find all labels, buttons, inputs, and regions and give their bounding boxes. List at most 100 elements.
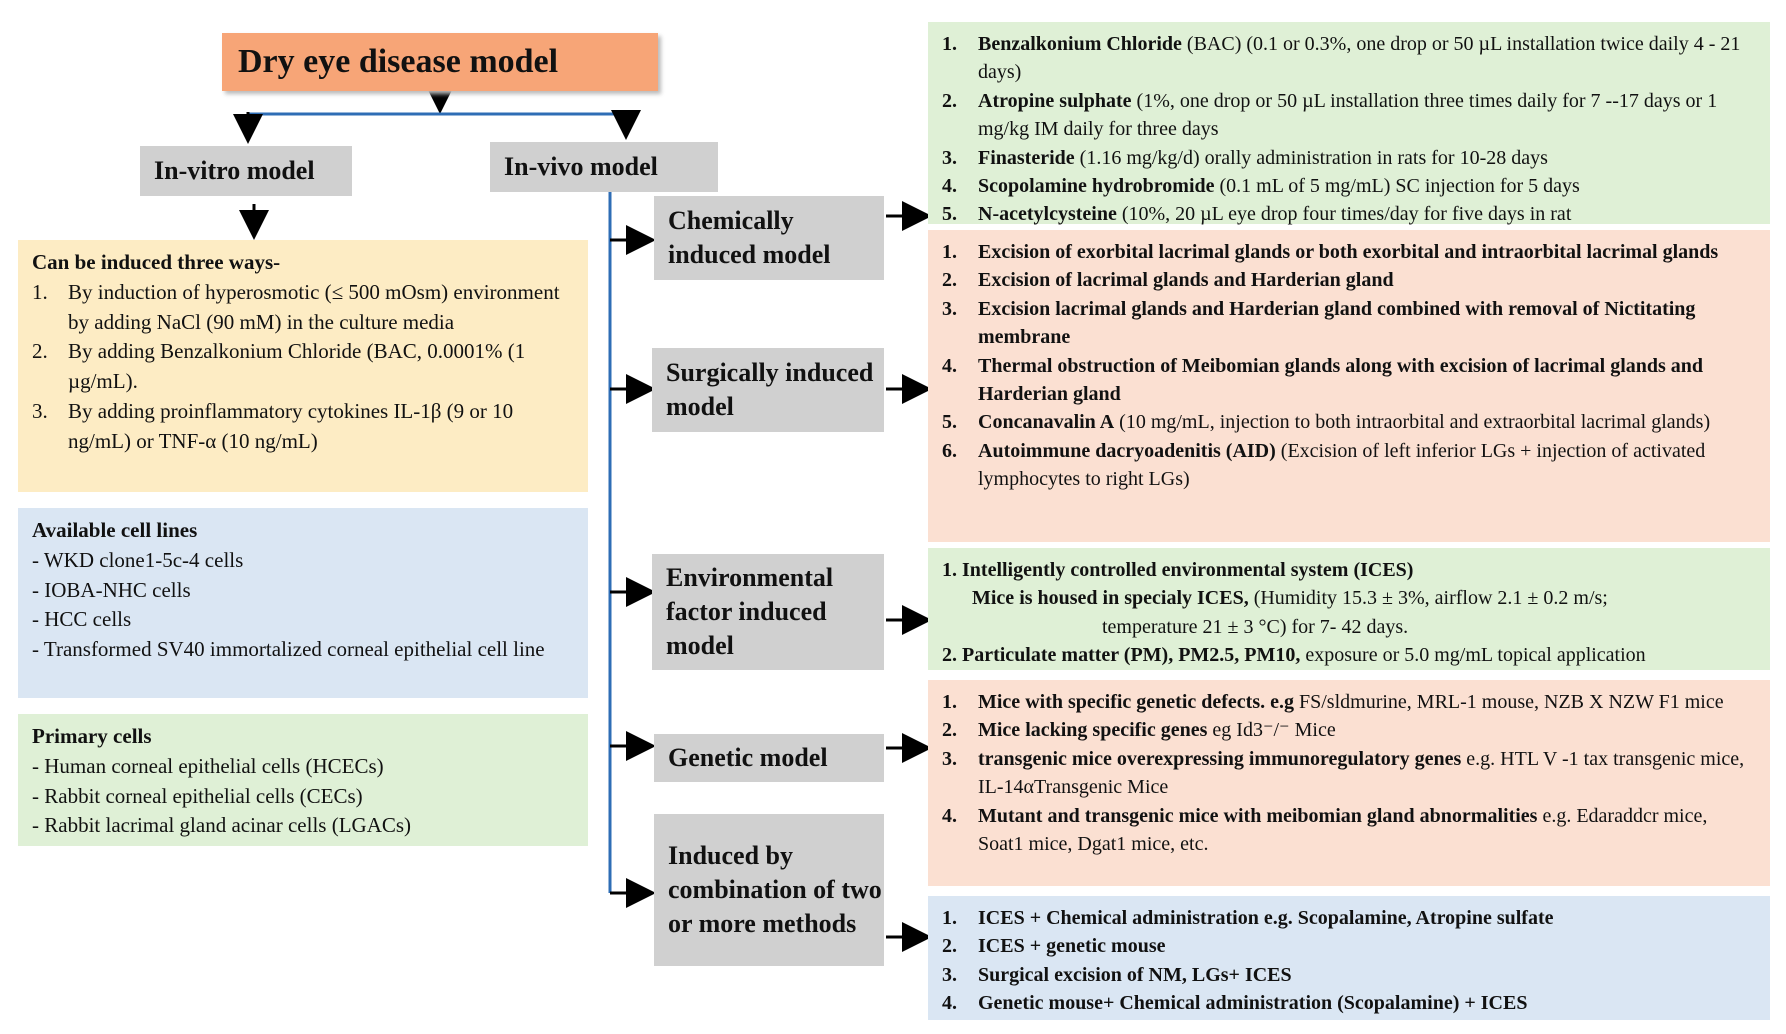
item-text: By adding Benzalkonium Chloride (BAC, 0.… xyxy=(68,339,526,394)
combination-list: 1.ICES + Chemical administration e.g. Sc… xyxy=(942,904,1756,1018)
env-item-2-text: exposure or 5.0 mg/mL topical applicatio… xyxy=(1300,644,1646,667)
item-text: (10%, 20 µL eye drop four times/day for … xyxy=(1116,203,1572,226)
in-vitro-label: In-vitro model xyxy=(154,156,315,186)
env-item-1-detail-a: (Humidity 15.3 ± 3%, airflow 2.1 ± 0.2 m… xyxy=(1248,587,1608,610)
list-item: 2. By adding Benzalkonium Chloride (BAC, … xyxy=(32,337,574,397)
combination-model-label: Induced by combination of two or more me… xyxy=(668,841,882,938)
list-item: - Rabbit lacrimal gland acinar cells (LG… xyxy=(32,813,412,838)
item-bold-text: Excision lacrimal glands and Harderian g… xyxy=(978,297,1696,349)
list-item: 1.ICES + Chemical administration e.g. Sc… xyxy=(942,904,1756,932)
item-number: 5. xyxy=(942,203,957,226)
item-text: By induction of hyperosmotic (≤ 500 mOsm… xyxy=(68,279,560,334)
item-number: 1. xyxy=(942,33,957,55)
list-item: 3. Surgical excision of NM, LGs+ ICES xyxy=(942,961,1756,989)
item-number: 4. xyxy=(942,354,957,377)
item-bold-text: Thermal obstruction of Meibomian glands … xyxy=(978,354,1704,405)
item-bold-text: Atropine sulphate xyxy=(978,89,1132,112)
item-text: (Excision of left inferior LGs + injecti… xyxy=(978,439,1706,491)
item-bold-text: Autoimmune dacryoadenitis (AID) xyxy=(978,439,1276,462)
item-number: 4. xyxy=(942,174,957,197)
item-number: 2. xyxy=(942,269,957,292)
list-item: 1.Mice with specific genetic defects. e.… xyxy=(942,688,1756,716)
item-bold-text: Genetic mouse+ Chemical administration (… xyxy=(978,992,1528,1015)
item-text: (1.16 mg/kg/d) orally administration in … xyxy=(1074,146,1548,169)
combination-methods-panel: 1.ICES + Chemical administration e.g. Sc… xyxy=(928,896,1770,1020)
list-item: 3. transgenic mice overexpressing immunor… xyxy=(942,745,1756,802)
item-text: By adding proinflammatory cytokines IL-1… xyxy=(68,399,514,453)
list-item: 4. Thermal obstruction of Meibomian gland… xyxy=(942,352,1756,409)
item-bold-text: Surgical excision of NM, LGs+ ICES xyxy=(978,963,1292,986)
env-item-2: 2. Particulate matter (PM), PM2.5, PM10,… xyxy=(942,641,1756,669)
item-number: 1. xyxy=(942,907,957,929)
item-number: 4. xyxy=(942,804,957,827)
item-bold-text: transgenic mice overexpressing immunoreg… xyxy=(978,747,1462,770)
item-number: 2. xyxy=(32,339,48,364)
in-vitro-label-box: In-vitro model xyxy=(140,146,352,196)
item-number: 3. xyxy=(942,146,957,169)
environmental-methods-panel: 1. Intelligently controlled environmenta… xyxy=(928,548,1770,670)
item-bold-text: Concanavalin A xyxy=(978,411,1115,434)
item-number: 1. xyxy=(32,279,48,304)
list-item: - Transformed SV40 immortalized corneal … xyxy=(32,637,545,662)
item-text: (1%, one drop or 50 µL installation thre… xyxy=(978,89,1718,141)
genetic-model-box: Genetic model xyxy=(654,734,884,782)
list-item: - Human corneal epithelial cells (HCECs) xyxy=(32,753,384,778)
item-bold-text: Finasteride xyxy=(978,146,1075,169)
induction-list: 1. By induction of hyperosmotic (≤ 500 mO… xyxy=(32,278,574,457)
list-item: - IOBA-NHC cells xyxy=(32,577,191,602)
list-item: - Rabbit corneal epithelial cells (CECs) xyxy=(32,783,363,808)
list-item: 6. Autoimmune dacryoadenitis (AID) (Excis… xyxy=(942,437,1756,494)
list-item: 2.ICES + genetic mouse xyxy=(942,932,1756,960)
genetic-methods-panel: 1.Mice with specific genetic defects. e.… xyxy=(928,680,1770,886)
env-item-2-bold: 2. Particulate matter (PM), PM2.5, PM10, xyxy=(942,644,1301,667)
item-bold-text: Mice with specific genetic defects. e.g xyxy=(978,691,1294,713)
list-item: - WKD clone1-5c-4 cells xyxy=(32,547,244,572)
list-item: 5. Concanavalin A (10 mg/mL, injection to… xyxy=(942,408,1756,436)
primary-cells-panel: Primary cells - Human corneal epithelial… xyxy=(18,714,588,846)
item-text: eg Id3⁻/⁻ Mice xyxy=(1207,719,1336,742)
list-item: 3. Finasteride (1.16 mg/kg/d) orally admi… xyxy=(942,144,1756,172)
list-item: 1. Benzalkonium Chloride (BAC) (0.1 or 0.… xyxy=(942,30,1756,87)
item-text: FS/sldmurine, MRL-1 mouse, NZB X NZW F1 … xyxy=(1294,691,1724,713)
list-item: 1.Excision of exorbital lacrimal glands … xyxy=(942,238,1756,266)
induction-heading: Can be induced three ways- xyxy=(32,250,281,274)
item-bold-text: Benzalkonium Chloride xyxy=(978,33,1182,55)
genetic-model-label: Genetic model xyxy=(668,743,828,773)
page-title: Dry eye disease model xyxy=(222,33,658,91)
item-number: 3. xyxy=(942,747,957,770)
item-number: 6. xyxy=(942,439,957,462)
env-item-1-detail-line: Mice is housed in specialy ICES, (Humidi… xyxy=(942,584,1756,612)
item-number: 2. xyxy=(942,935,957,958)
genetic-list: 1.Mice with specific genetic defects. e.… xyxy=(942,688,1756,858)
env-item-1: 1. Intelligently controlled environmenta… xyxy=(942,559,1414,581)
env-item-1-detail-b: temperature 21 ± 3 °C) for 7- 42 days. xyxy=(1102,615,1409,638)
list-item: 2. Excision of lacrimal glands and Harder… xyxy=(942,266,1756,294)
item-number: 3. xyxy=(942,963,957,986)
surgical-model-box: Surgically induced model xyxy=(652,348,884,432)
environmental-model-box: Environmental factor induced model xyxy=(652,554,884,670)
item-number: 5. xyxy=(942,411,957,434)
item-number: 3. xyxy=(942,297,957,320)
env-item-1-bold: Mice is housed in specialy ICES, xyxy=(972,587,1249,610)
environmental-model-label: Environmental factor induced model xyxy=(666,563,834,660)
surgical-methods-panel: 1.Excision of exorbital lacrimal glands … xyxy=(928,230,1770,542)
surgical-model-label: Surgically induced model xyxy=(666,358,874,421)
item-text: (0.1 mL of 5 mg/mL) SC injection for 5 d… xyxy=(1214,174,1580,197)
list-item: 5. N-acetylcysteine (10%, 20 µL eye drop … xyxy=(942,200,1756,228)
item-number: 3. xyxy=(32,399,48,424)
surgical-list: 1.Excision of exorbital lacrimal glands … xyxy=(942,238,1756,494)
list-item: - HCC cells xyxy=(32,607,132,632)
list-item: 1. By induction of hyperosmotic (≤ 500 mO… xyxy=(32,278,574,338)
item-text: (10 mg/mL, injection to both intraorbita… xyxy=(1114,411,1711,434)
title-text: Dry eye disease model xyxy=(238,43,559,80)
item-bold-text: N-acetylcysteine xyxy=(978,203,1117,226)
item-text: (BAC) (0.1 or 0.3%, one drop or 50 µL in… xyxy=(978,33,1741,84)
primary-cells-heading: Primary cells xyxy=(32,724,152,748)
item-number: 2. xyxy=(942,719,957,742)
list-item: 3. By adding proinflammatory cytokines IL… xyxy=(32,397,574,457)
item-bold-text: Excision of lacrimal glands and Harderia… xyxy=(978,269,1394,292)
combination-model-box: Induced by combination of two or more me… xyxy=(654,814,884,966)
item-bold-text: Mice lacking specific genes xyxy=(978,719,1208,742)
item-number: 2. xyxy=(942,89,957,112)
